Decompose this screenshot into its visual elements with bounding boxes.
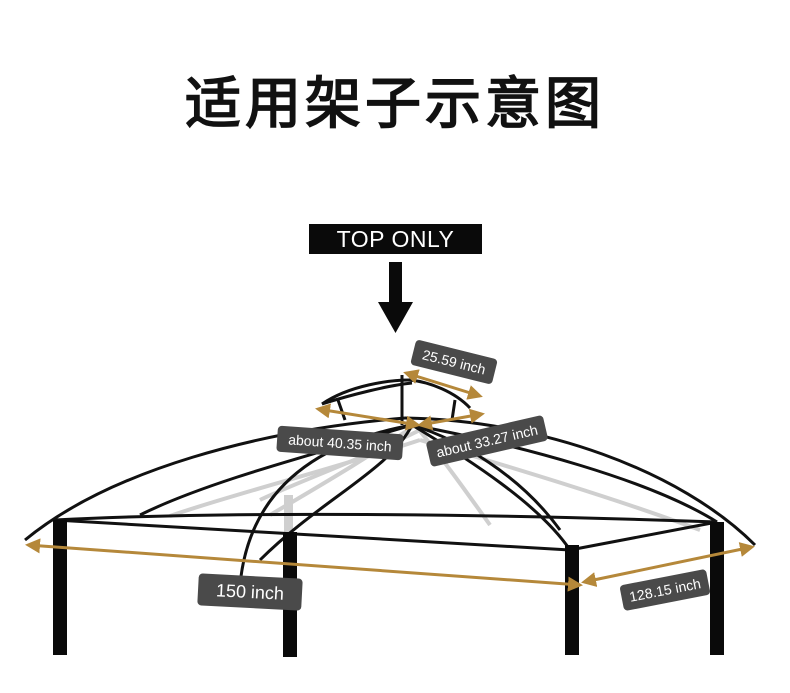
dim-arrow-top-width	[403, 369, 483, 400]
label-length: 150 inch	[197, 573, 303, 611]
dim-arrow-width	[581, 542, 755, 587]
dim-arrow-diag-left	[315, 403, 421, 431]
label-width: 128.15 inch	[620, 569, 710, 611]
top-only-banner: TOP ONLY	[309, 224, 482, 254]
dim-arrow-length	[25, 538, 583, 592]
down-arrow-icon	[378, 262, 413, 333]
label-diag-left-text: about 40.35 inch	[288, 431, 392, 454]
label-diag-left: about 40.35 inch	[276, 425, 404, 461]
dim-arrow-diag-right	[417, 408, 485, 431]
page-title: 适用架子示意图	[185, 72, 605, 137]
label-length-text: 150 inch	[215, 580, 284, 604]
